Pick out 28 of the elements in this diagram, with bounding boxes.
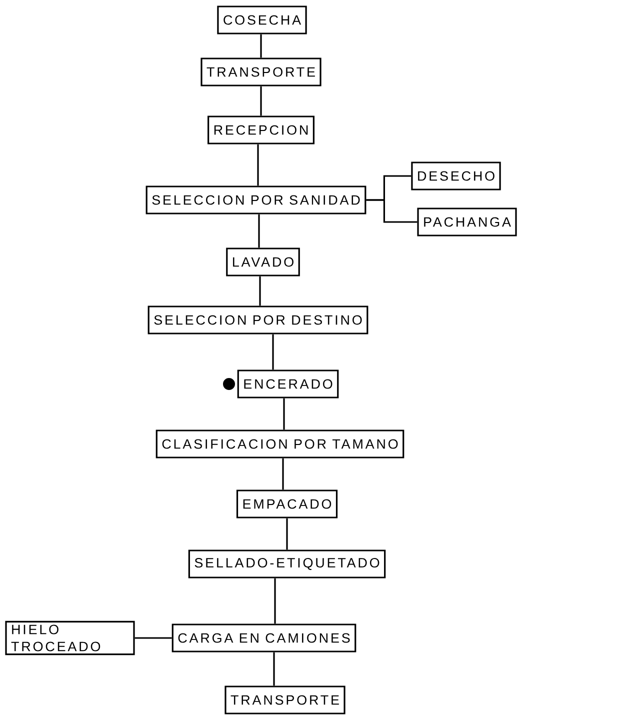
connector-line — [283, 398, 285, 430]
connector-line — [273, 652, 275, 686]
process-box: DESECHO — [411, 162, 501, 190]
process-box: HIELO TROCEADO — [5, 620, 135, 656]
process-box: PACHANGA — [417, 208, 517, 236]
process-box: TRANSPORTE — [224, 686, 346, 714]
process-box: TRANSPORTE — [200, 58, 322, 86]
process-box: ENCERADO — [237, 370, 339, 398]
connector-line — [257, 144, 259, 186]
process-box: EMPACADO — [236, 490, 338, 518]
connector-line — [274, 578, 276, 624]
process-box: RECEPCION — [208, 116, 314, 144]
process-box: LAVADO — [226, 248, 300, 276]
connector-line — [282, 458, 284, 490]
process-box: COSECHA — [217, 6, 307, 34]
process-box: SELECCION POR SANIDAD — [146, 186, 366, 214]
connector-line — [260, 34, 262, 58]
connector-line — [260, 86, 262, 116]
process-box: CLASIFICACION POR TAMANO — [156, 430, 404, 458]
connector-line — [286, 518, 288, 550]
connector-line — [134, 637, 172, 639]
process-box: CARGA EN CAMIONES — [172, 624, 356, 652]
connector-line — [259, 276, 261, 306]
connector-line — [272, 334, 274, 370]
process-box: SELLADO-ETIQUETADO — [188, 550, 386, 578]
process-box: SELECCION POR DESTINO — [148, 306, 368, 334]
connector-line — [366, 199, 418, 223]
connector-line — [258, 214, 260, 248]
